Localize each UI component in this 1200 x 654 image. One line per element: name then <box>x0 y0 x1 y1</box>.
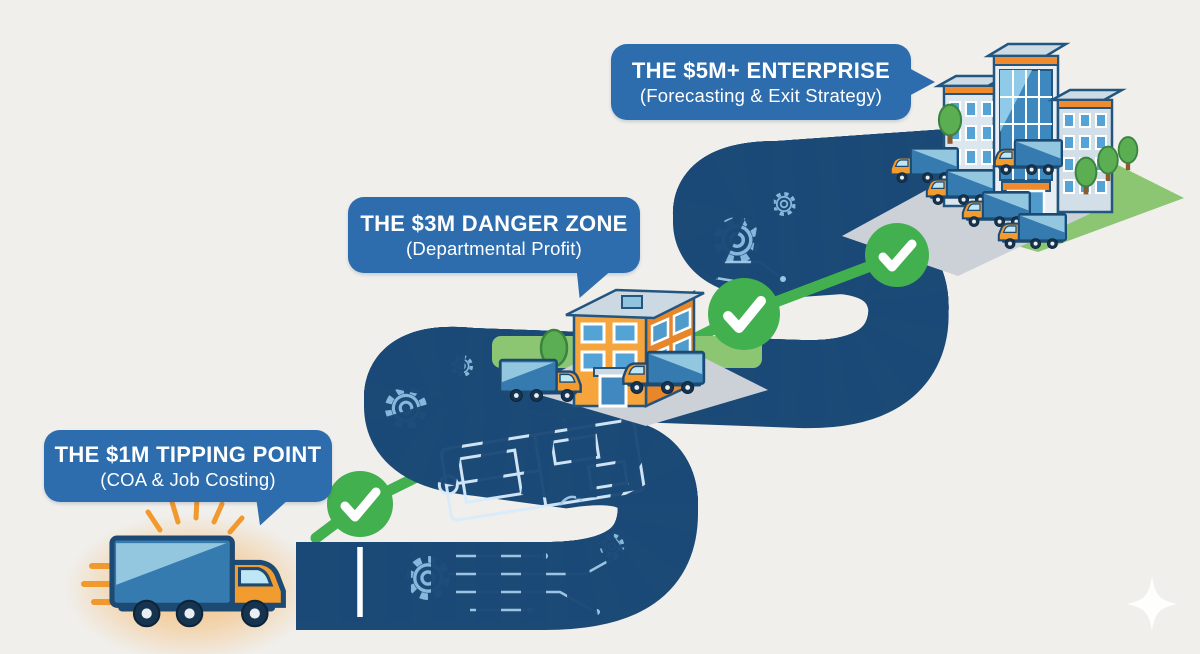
burst-rays <box>145 495 245 535</box>
milestone-bubble-3m: THE $3M DANGER ZONE (Departmental Profit… <box>348 197 640 273</box>
milestone-subtitle: (Forecasting & Exit Strategy) <box>639 85 883 107</box>
road-markings <box>296 167 978 617</box>
checkmark-icon <box>865 223 929 287</box>
milestone-subtitle: (Departmental Profit) <box>406 238 582 260</box>
milestone-title: THE $3M DANGER ZONE <box>360 210 628 236</box>
checkmark-icon <box>327 471 393 537</box>
sparkle-icon <box>1127 576 1177 631</box>
milestone-bubble-5m: THE $5M+ ENTERPRISE (Forecasting & Exit … <box>611 44 935 120</box>
small-office-building-milestone <box>492 288 768 426</box>
milestone-title: THE $5M+ ENTERPRISE <box>631 57 891 83</box>
milestone-subtitle: (COA & Job Costing) <box>100 469 276 491</box>
checkmark-icon <box>708 278 780 350</box>
delivery-truck-icon <box>81 495 283 626</box>
milestone-title: THE $1M TIPPING POINT <box>54 441 322 467</box>
milestone-bubble-1m: THE $1M TIPPING POINT (COA & Job Costing… <box>44 430 332 502</box>
